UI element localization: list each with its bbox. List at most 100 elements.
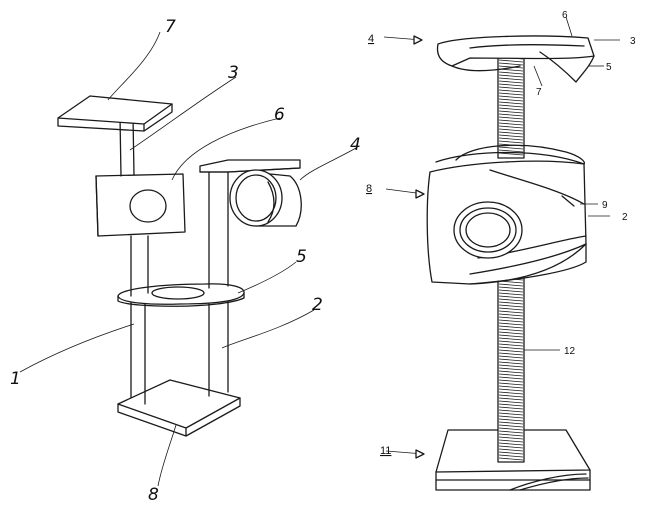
rod-thread [498, 313, 524, 317]
left-leader-lines [19, 31, 357, 487]
rod-thread [498, 95, 524, 99]
rod-thread [498, 83, 524, 87]
rod-thread [498, 439, 524, 443]
rod-thread [498, 418, 524, 422]
right-label-4: 4 [368, 33, 374, 45]
rod-thread [498, 355, 524, 359]
left-tube [229, 169, 302, 227]
rod-thread [498, 295, 524, 299]
rod-thread [498, 71, 524, 75]
rod-thread [498, 379, 524, 383]
right-label-5: 5 [606, 62, 612, 73]
rod-thread [498, 316, 524, 320]
rod-thread [498, 125, 524, 129]
rod-thread [498, 427, 524, 431]
right-label-6: 6 [562, 10, 568, 21]
rod-thread [498, 289, 524, 293]
rod-thread [498, 140, 524, 144]
rod-thread [498, 89, 524, 93]
rod-thread [498, 367, 524, 371]
rod-thread [498, 454, 524, 458]
right-label-7: 7 [536, 87, 542, 98]
right-label-2: 2 [622, 212, 628, 223]
rod-thread [498, 134, 524, 138]
rod-thread [498, 325, 524, 329]
left-top-post [119, 116, 135, 177]
rod-thread [498, 376, 524, 380]
rod-thread [498, 286, 524, 290]
rod-thread [498, 74, 524, 78]
rod-thread [498, 397, 524, 401]
rod-thread [498, 328, 524, 332]
rod-thread [498, 292, 524, 296]
rod-thread [498, 391, 524, 395]
left-top-platform [57, 95, 173, 132]
right-label-9: 9 [602, 200, 608, 211]
rod-thread [498, 86, 524, 90]
left-label-3: 3 [228, 63, 239, 83]
rod-thread [498, 352, 524, 356]
rod-thread [498, 122, 524, 126]
left-labels: 7 3 6 4 5 2 1 8 [10, 17, 361, 505]
rod-thread [498, 358, 524, 362]
rod-thread [498, 451, 524, 455]
rod-thread [498, 149, 524, 153]
rod-thread [498, 424, 524, 428]
rod-thread [498, 92, 524, 96]
rod-thread [498, 116, 524, 120]
left-label-5: 5 [296, 247, 307, 267]
left-label-2: 2 [312, 295, 323, 315]
rod-thread [498, 436, 524, 440]
rod-thread [498, 101, 524, 105]
left-base-plate [117, 379, 241, 437]
rod-thread [498, 77, 524, 81]
rod-thread [498, 373, 524, 377]
rod-thread [498, 283, 524, 287]
rod-thread [498, 80, 524, 84]
left-label-1: 1 [10, 369, 21, 389]
rod-thread [498, 361, 524, 365]
left-label-4: 4 [350, 135, 361, 155]
rod-thread [498, 403, 524, 407]
rod-thread [498, 107, 524, 111]
rod-thread [498, 430, 524, 434]
rod-thread [498, 98, 524, 102]
right-labels: 4 6 3 5 7 8 9 2 12 11 [366, 10, 636, 457]
right-label-12: 12 [564, 346, 576, 357]
rod-thread [498, 304, 524, 308]
rod-thread [498, 113, 524, 117]
left-box [95, 173, 186, 237]
rod-thread [498, 307, 524, 311]
rod-thread [498, 406, 524, 410]
left-label-6: 6 [274, 105, 285, 125]
rod-thread [498, 343, 524, 347]
right-lower-rod [497, 275, 525, 463]
rod-thread [498, 412, 524, 416]
right-leaders [383, 16, 620, 459]
rod-thread [498, 128, 524, 132]
rod-thread [498, 457, 524, 461]
rod-thread [498, 337, 524, 341]
rod-thread [498, 364, 524, 368]
right-cat-tree [426, 35, 595, 491]
rod-thread [498, 442, 524, 446]
rod-thread [498, 388, 524, 392]
rod-thread [498, 65, 524, 69]
rod-thread [498, 334, 524, 338]
rod-thread [498, 415, 524, 419]
rod-thread [498, 137, 524, 141]
rod-thread [498, 322, 524, 326]
rod-thread [498, 298, 524, 302]
rod-thread [498, 385, 524, 389]
rod-thread [498, 448, 524, 452]
left-upper-posts [130, 169, 229, 297]
rod-thread [498, 110, 524, 114]
right-label-3: 3 [630, 36, 636, 47]
right-top-platform [436, 35, 595, 83]
right-label-11: 11 [380, 445, 391, 457]
rod-thread [498, 310, 524, 314]
rod-thread [498, 301, 524, 305]
rod-thread [498, 346, 524, 350]
